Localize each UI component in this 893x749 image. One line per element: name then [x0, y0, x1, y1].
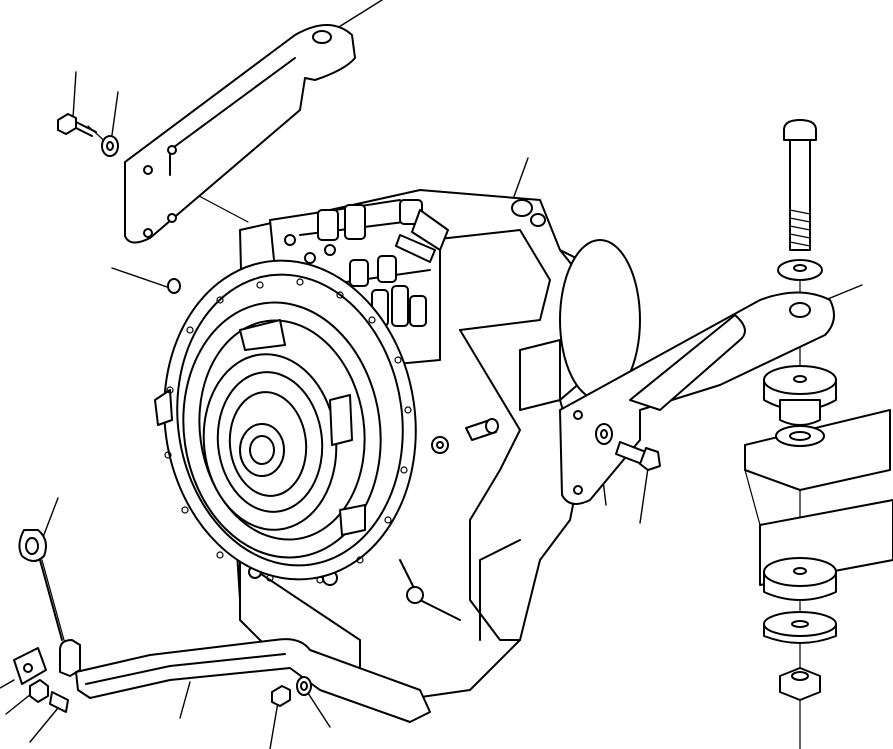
- leader-breather: [511, 157, 529, 203]
- upper-mounting-bracket: [124, 24, 356, 244]
- leader-tube: [179, 681, 191, 719]
- converter-housing: [154, 259, 417, 584]
- leader-bolt-right: [639, 467, 649, 524]
- mount-nut: [779, 667, 821, 701]
- rubber-mount-upper: [763, 365, 837, 426]
- bottom-washer: [296, 676, 312, 696]
- leader-bolt-bottom: [269, 701, 279, 749]
- bottom-bolt: [271, 685, 291, 707]
- right-bracket-washer: [595, 423, 613, 445]
- upper-left-bolt: [57, 113, 97, 137]
- mount-washer-top: [777, 259, 823, 281]
- side-bolt: [465, 418, 499, 441]
- dipstick: [18, 529, 65, 641]
- rubber-mount-lower: [763, 557, 837, 601]
- filler-tube: [59, 638, 431, 723]
- breather: [511, 199, 546, 227]
- frame-section: [744, 409, 893, 586]
- leader-small-bolt-left: [111, 267, 171, 289]
- tube-clip: [13, 647, 47, 685]
- leader-bolt-lower-left: [29, 707, 59, 743]
- leader-washer-upper-left: [111, 91, 119, 136]
- upper-left-washer: [101, 135, 119, 157]
- housing-small-bolt: [167, 278, 181, 294]
- mount-washer-lower: [763, 611, 837, 644]
- leader-clip: [0, 679, 15, 689]
- clip-nut: [29, 679, 49, 703]
- right-bracket-bolt: [615, 441, 661, 471]
- leader-washer-bottom: [305, 689, 331, 728]
- clip-bolt: [49, 691, 69, 713]
- mount-bolt: [783, 119, 817, 251]
- leader-bolt-upper-left: [72, 71, 77, 119]
